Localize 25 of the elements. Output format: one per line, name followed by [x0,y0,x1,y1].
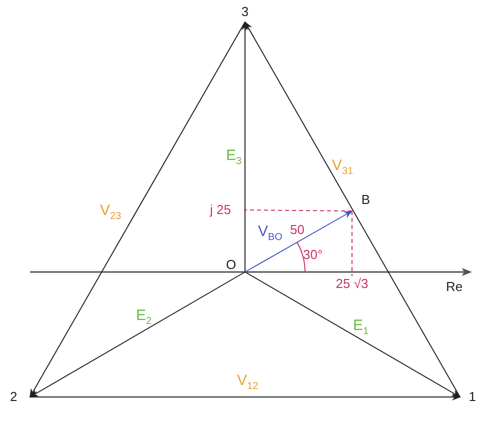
phasor-arrow [244,210,353,272]
axis-label: Re [446,279,463,295]
point-label: 3 [237,4,253,22]
angle-label: 30° [303,247,323,263]
edge-label: V$_{12}$ [237,373,258,394]
phasor-arrow [244,272,461,398]
phasor-arrow [29,272,246,398]
phasor-arrow [30,22,246,398]
point-label: B [352,192,370,211]
edge-label: V$_{BO}$ [258,224,282,245]
point-label: 1 [460,389,476,405]
edge-label: V$_{23}$ [100,203,122,224]
point-label: j 25 [210,202,244,218]
edge-label: E$_{3}$ [226,148,242,169]
edge-label: V$_{31}$ [332,158,354,179]
projection-line [244,210,352,212]
angle-value: 50 [290,222,304,238]
point-label: 2 [10,389,30,405]
phasor-arrow [244,21,460,398]
edge-label: E$_{1}$ [353,318,369,339]
point-label: 25 √3 [332,276,372,292]
point-label: O [226,257,245,272]
edge-label: E$_{2}$ [136,308,152,329]
phasor-arrow [241,21,249,272]
phasor-arrow [30,393,461,401]
